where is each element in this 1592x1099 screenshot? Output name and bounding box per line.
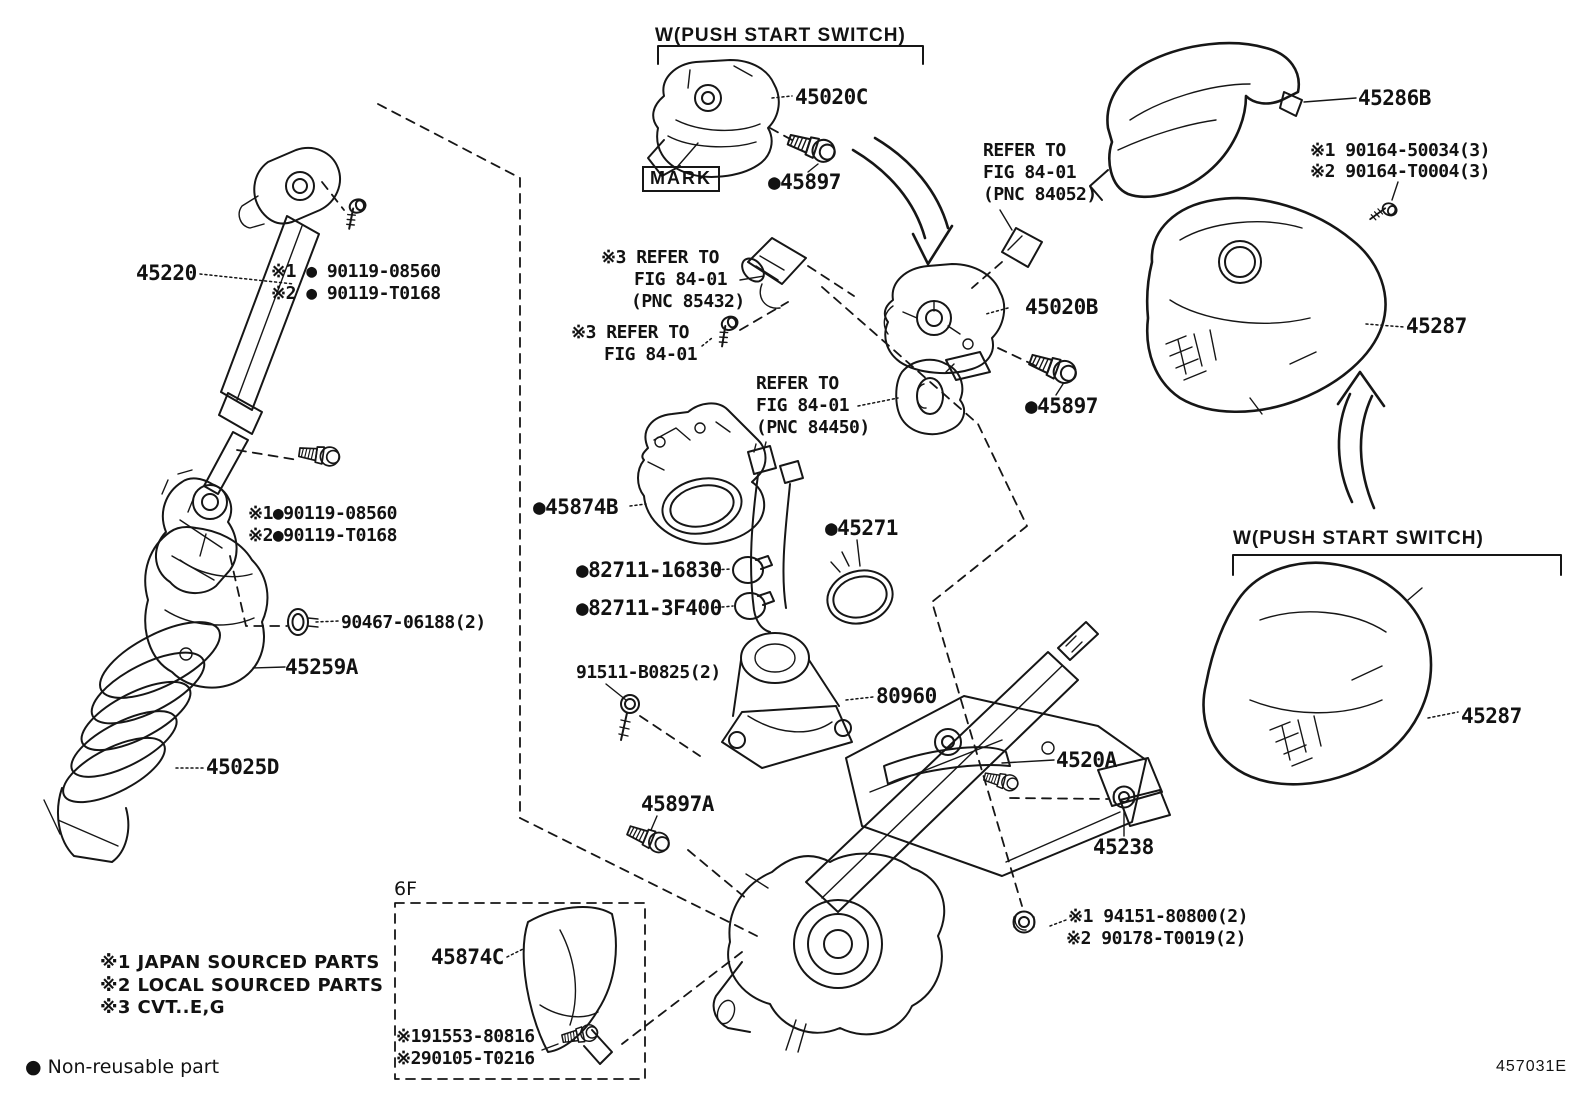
lower-column-cover-45287-upper-drawing bbox=[1145, 196, 1405, 415]
refer-85432-line3: (PNC 85432) bbox=[631, 291, 745, 312]
part-label-4520A: 4520A bbox=[1056, 748, 1117, 772]
key-interlock-solenoid-drawing bbox=[711, 237, 855, 348]
part-label-45874B: ●45874B bbox=[533, 495, 619, 519]
part-label-45897-mid: ●45897 bbox=[1025, 394, 1098, 418]
screw-91511-drawing bbox=[605, 683, 701, 757]
figure-code: 457031E bbox=[1496, 1058, 1568, 1075]
refer-8401-line1: ※3 REFER TO bbox=[571, 322, 689, 343]
part-label-45025D: 45025D bbox=[206, 755, 279, 779]
note-91511: 91511-B0825(2) bbox=[576, 662, 721, 683]
note-90119-top2: ※2 ● 90119-T0168 bbox=[271, 283, 441, 304]
part-label-45020B: 45020B bbox=[1025, 295, 1098, 319]
note-90178: ※2 90178-T0019(2) bbox=[1066, 928, 1246, 949]
push-start-bracket-top bbox=[657, 45, 924, 65]
refer-84052-line3: (PNC 84052) bbox=[983, 184, 1097, 205]
wire-clamps-82711-drawing bbox=[732, 555, 775, 620]
part-label-45238: 45238 bbox=[1093, 835, 1154, 859]
part-label-82711-3F400: ●82711-3F400 bbox=[576, 596, 722, 620]
note-90164-50034: ※1 90164-50034(3) bbox=[1310, 140, 1490, 161]
refer-84052-line2: FIG 84-01 bbox=[983, 162, 1077, 183]
part-label-45220: 45220 bbox=[136, 261, 197, 285]
part-label-45287-upper: 45287 bbox=[1406, 314, 1467, 338]
part-label-45287-lower: 45287 bbox=[1461, 704, 1522, 728]
refer-84450-line3: (PNC 84450) bbox=[756, 417, 870, 438]
upper-column-cover-45286B-drawing bbox=[1089, 41, 1400, 229]
steering-boot-45025D-drawing bbox=[43, 469, 221, 863]
legend-non-reusable: ● Non-reusable part bbox=[25, 1056, 220, 1078]
wires-45271-drawing bbox=[747, 441, 894, 633]
intermediate-shaft-45220-drawing bbox=[154, 147, 373, 627]
part-label-80960: 80960 bbox=[876, 684, 937, 708]
column-hole-cover-45259A-drawing bbox=[144, 526, 319, 689]
note-90119-top1: ※1 ● 90119-08560 bbox=[271, 261, 441, 282]
part-label-45020C: 45020C bbox=[795, 85, 868, 109]
region-boundary-dashes bbox=[377, 103, 1028, 1045]
lower-column-cover-45287-lower-drawing bbox=[1202, 561, 1459, 786]
part-label-45897-top: ●45897 bbox=[768, 170, 841, 194]
push-start-header-top: W(PUSH START SWITCH) bbox=[655, 25, 906, 46]
column-gear-housing-drawing bbox=[712, 852, 1036, 1053]
steering-column-4520A-drawing bbox=[805, 621, 1171, 913]
part-label-82711-16830: ●82711-16830 bbox=[576, 558, 722, 582]
legend-note3: ※3 CVT..E,G bbox=[100, 997, 225, 1018]
box-6f-tag: 6F bbox=[394, 878, 418, 900]
note-90467: 90467-06188(2) bbox=[341, 612, 486, 633]
part-label-45286B: 45286B bbox=[1358, 86, 1431, 110]
note-94151: ※1 94151-80800(2) bbox=[1068, 906, 1248, 927]
note-90119-mid2: ※2●90119-T0168 bbox=[248, 525, 397, 546]
push-start-bracket-right bbox=[1232, 554, 1562, 576]
mark-tag: MARK bbox=[642, 166, 720, 192]
rotate-arrow-right bbox=[1336, 370, 1386, 510]
note-90164-T0004: ※2 90164-T0004(3) bbox=[1310, 161, 1490, 182]
legend-note1: ※1 JAPAN SOURCED PARTS bbox=[100, 952, 380, 973]
power-steering-motor-80960-drawing bbox=[721, 632, 853, 769]
legend-note2: ※2 LOCAL SOURCED PARTS bbox=[100, 975, 384, 996]
refer-84450-line2: FIG 84-01 bbox=[756, 395, 850, 416]
ignition-switch-45020B-drawing bbox=[883, 227, 1081, 396]
refer-84052-line1: REFER TO bbox=[983, 140, 1066, 161]
cylinder-clamp-45874B-drawing bbox=[637, 402, 767, 545]
note-191553: ※191553-80816 bbox=[396, 1026, 535, 1047]
refer-85432-line1: ※3 REFER TO bbox=[601, 247, 719, 268]
6f-variant-box bbox=[394, 902, 646, 1080]
ignition-switch-45020C-drawing bbox=[647, 59, 839, 178]
leader-lines bbox=[175, 95, 1067, 958]
note-90119-mid1: ※1●90119-08560 bbox=[248, 503, 397, 524]
part-label-45874C: 45874C bbox=[431, 945, 504, 969]
refer-8401-line2: FIG 84-01 bbox=[604, 344, 698, 365]
bolt-45897A-drawing bbox=[624, 815, 749, 901]
refer-84450-line1: REFER TO bbox=[756, 373, 839, 394]
part-label-45897A: 45897A bbox=[641, 792, 714, 816]
refer-85432-line2: FIG 84-01 bbox=[634, 269, 728, 290]
push-start-header-right: W(PUSH START SWITCH) bbox=[1233, 528, 1484, 549]
key-cylinder-housing-drawing bbox=[895, 358, 966, 436]
rotate-arrow-top bbox=[851, 136, 954, 266]
part-label-45259A: 45259A bbox=[285, 655, 358, 679]
note-290105: ※290105-T0216 bbox=[396, 1048, 535, 1069]
part-label-45271: ●45271 bbox=[825, 516, 898, 540]
